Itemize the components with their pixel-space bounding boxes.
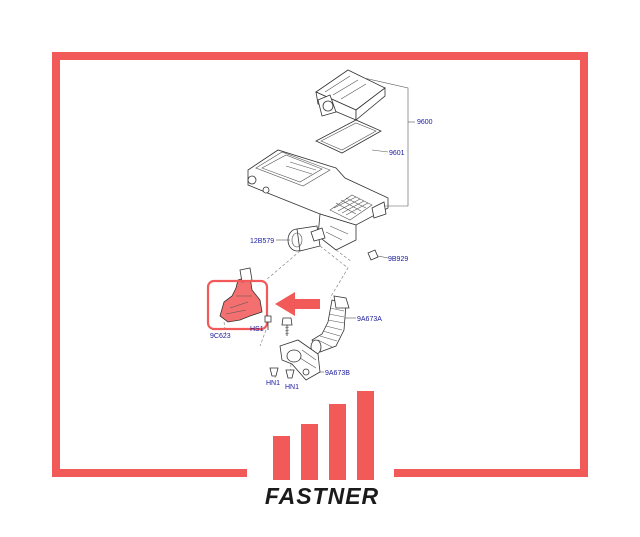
label-outlet-tube: 9A673A bbox=[357, 316, 382, 323]
part-labels: 9600 9601 12B579 9B929 9A673A 9A673B 9C6… bbox=[210, 119, 433, 391]
mass-air-flow-sensor-part bbox=[287, 225, 326, 252]
air-cleaner-housing-part bbox=[247, 149, 389, 251]
brand-frame bbox=[52, 52, 588, 477]
label-nut-right: HN1 bbox=[285, 384, 299, 391]
logo-bar-3 bbox=[329, 404, 346, 480]
intake-duct-part bbox=[206, 267, 269, 331]
logo-bar-4 bbox=[357, 391, 374, 480]
air-filter-part bbox=[315, 119, 382, 154]
brand-logo-bars bbox=[273, 391, 374, 480]
logo-bar-2 bbox=[301, 424, 318, 480]
clip-part bbox=[367, 249, 379, 261]
nut-left-part bbox=[269, 367, 279, 377]
label-bolt: HS1 bbox=[250, 326, 264, 333]
label-clip: 9B929 bbox=[388, 256, 408, 263]
label-sensor: 12B579 bbox=[250, 238, 274, 245]
label-intake-duct: 9C623 bbox=[210, 333, 231, 340]
bolt-part bbox=[281, 317, 293, 336]
logo-bar-1 bbox=[273, 436, 290, 480]
frame-left bbox=[52, 52, 60, 477]
intake-duct-highlight-box bbox=[206, 279, 269, 331]
resonator-part bbox=[279, 339, 321, 381]
frame-right bbox=[580, 52, 588, 477]
label-air-cleaner-assembly: 9600 bbox=[417, 119, 433, 126]
frame-bottom-right bbox=[394, 469, 588, 477]
nut-right-part bbox=[285, 369, 295, 379]
air-cleaner-lid-part bbox=[315, 69, 386, 121]
frame-bottom-left bbox=[52, 469, 247, 477]
label-air-filter: 9601 bbox=[389, 150, 405, 157]
fastener-hs1-small bbox=[264, 315, 272, 330]
frame-top bbox=[52, 52, 588, 60]
label-nut-left: HN1 bbox=[266, 380, 280, 387]
highlight-arrow bbox=[275, 292, 320, 316]
brand-name: FASTNER bbox=[265, 483, 379, 509]
label-resonator: 9A673B bbox=[325, 370, 350, 377]
